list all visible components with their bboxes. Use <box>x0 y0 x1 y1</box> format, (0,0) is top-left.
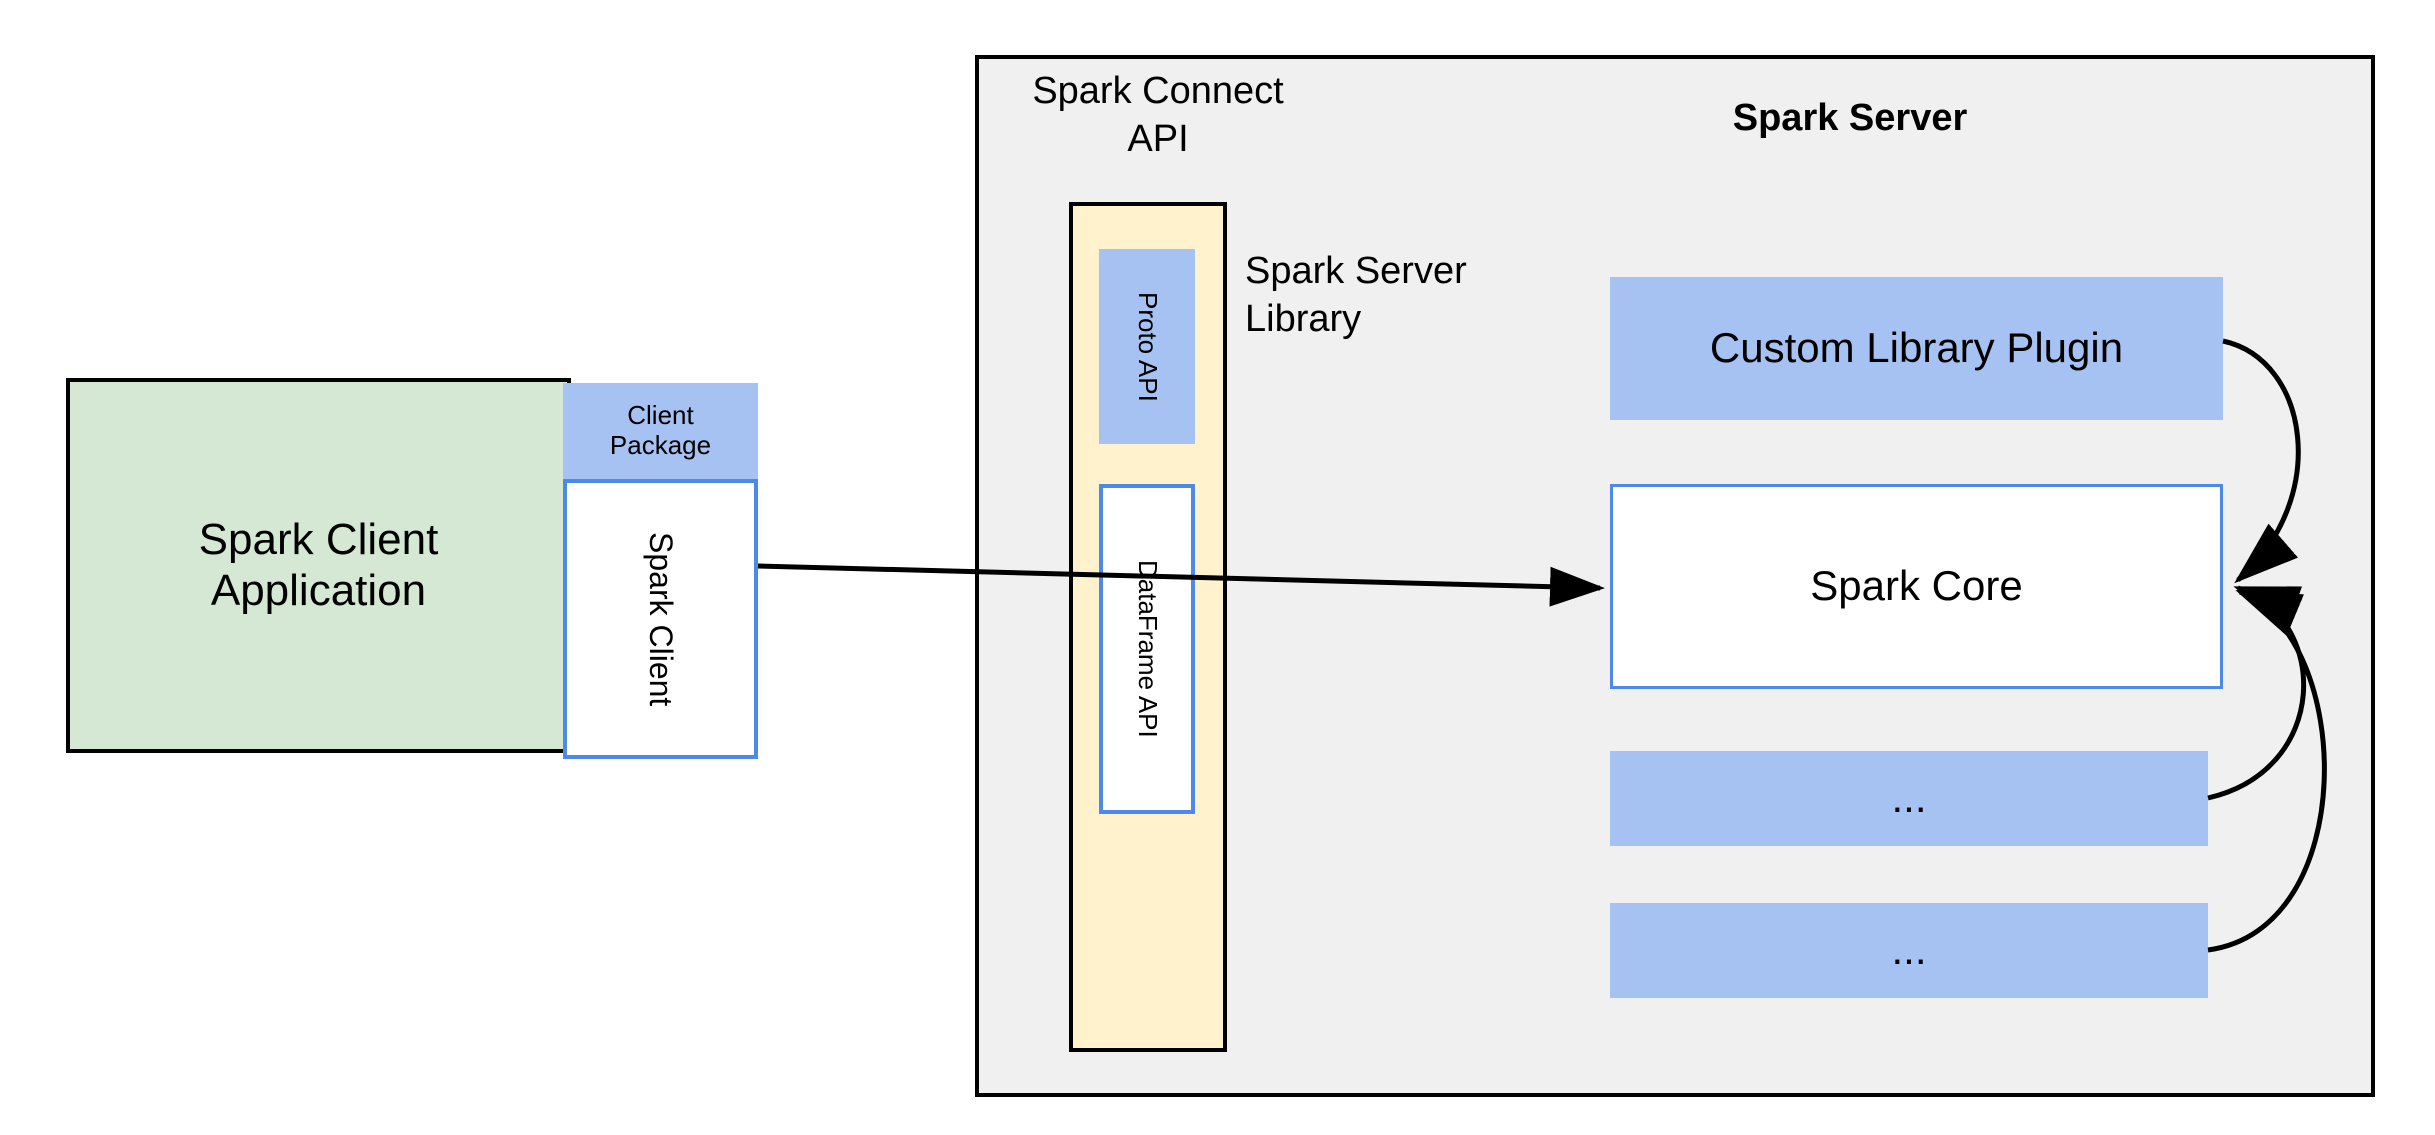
spark-server-library-line1: Spark Server <box>1245 250 1467 292</box>
spark-server-library-label: Spark Server Library <box>1245 248 1545 340</box>
spark-core-box[interactable]: Spark Core <box>1610 484 2223 689</box>
spark-client-box[interactable]: Spark Client <box>563 479 758 759</box>
spark-server-title: Spark Server <box>1732 97 1968 140</box>
client-package-line2: Package <box>609 430 712 460</box>
spark-server-library-line2: Library <box>1245 297 1362 340</box>
custom-library-plugin-box[interactable]: Custom Library Plugin <box>1610 277 2223 420</box>
spark-client-application-box[interactable]: Spark Client Application <box>66 378 571 753</box>
spark-client-application-line1: Spark Client <box>198 514 439 564</box>
spark-connect-api-line2: API <box>1127 117 1189 160</box>
client-package-box[interactable]: Client Package <box>563 383 758 479</box>
proto-api-box[interactable]: Proto API <box>1099 249 1195 444</box>
spark-client-label: Spark Client <box>642 531 679 707</box>
dataframe-api-box[interactable]: DataFrame API <box>1099 484 1195 814</box>
server-module-placeholder-2[interactable]: ... <box>1610 903 2208 998</box>
spark-client-application-line2: Application <box>210 565 427 615</box>
server-module-placeholder-2-label: ... <box>1891 926 1927 974</box>
spark-client-application-label: Spark Client Application <box>189 515 449 616</box>
spark-connect-api-label: Spark Connect API <box>1013 68 1303 164</box>
dataframe-api-label: DataFrame API <box>1132 560 1163 738</box>
spark-core-label: Spark Core <box>1810 562 2023 610</box>
client-package-label: Client Package <box>609 400 712 461</box>
client-package-line1: Client <box>627 400 694 431</box>
custom-library-plugin-label: Custom Library Plugin <box>1709 324 2124 372</box>
proto-api-label: Proto API <box>1132 291 1163 402</box>
server-module-placeholder-1-label: ... <box>1891 774 1927 822</box>
server-module-placeholder-1[interactable]: ... <box>1610 751 2208 846</box>
spark-connect-api-line1: Spark Connect <box>1032 70 1284 112</box>
